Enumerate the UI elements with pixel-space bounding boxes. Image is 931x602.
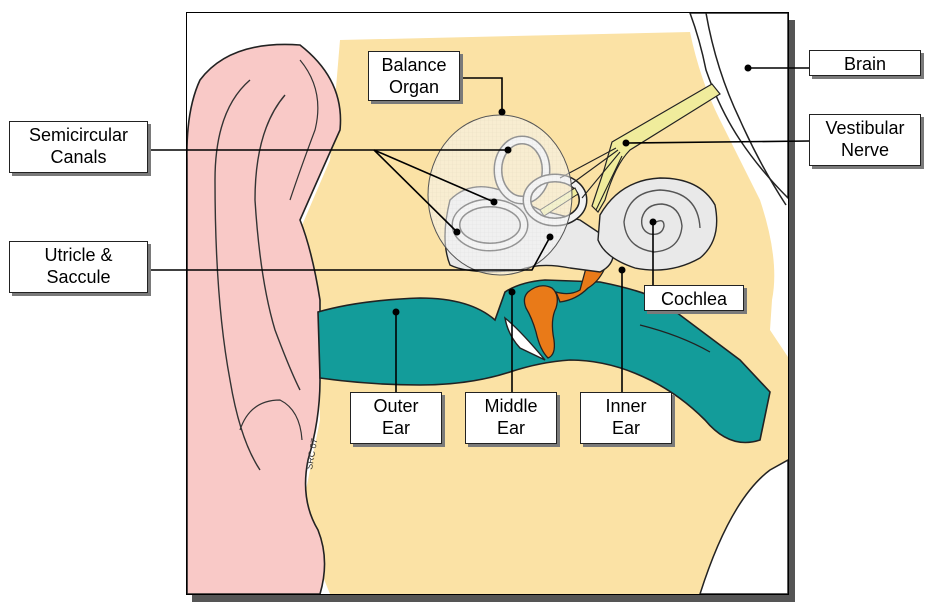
vestibular-nerve-label: Vestibular Nerve: [809, 114, 921, 166]
utricle-saccule-label: Utricle & Saccule: [9, 241, 148, 293]
brain-label: Brain: [809, 50, 921, 76]
semicircular-line1: Semicircular: [14, 124, 143, 146]
balance-organ-highlight: [428, 115, 572, 275]
inner-ear-line1: Inner: [585, 395, 667, 417]
outer-ear-line2: Ear: [355, 417, 437, 439]
inner-ear-label: Inner Ear: [580, 392, 672, 444]
cochlea-label: Cochlea: [644, 285, 744, 311]
outer-ear-line1: Outer: [355, 395, 437, 417]
brain-label-text: Brain: [814, 53, 916, 75]
semicircular-canals-label: Semicircular Canals: [9, 121, 148, 173]
vestibular-line1: Vestibular: [814, 117, 916, 139]
inner-ear-line2: Ear: [585, 417, 667, 439]
utricle-line1: Utricle &: [14, 244, 143, 266]
balance-organ-line1: Balance: [373, 54, 455, 76]
middle-ear-line2: Ear: [470, 417, 552, 439]
middle-ear-line1: Middle: [470, 395, 552, 417]
outer-ear-label: Outer Ear: [350, 392, 442, 444]
semicircular-line2: Canals: [14, 146, 143, 168]
vestibular-line2: Nerve: [814, 139, 916, 161]
balance-organ-label: Balance Organ: [368, 51, 460, 101]
balance-organ-line2: Organ: [373, 76, 455, 98]
utricle-line2: Saccule: [14, 266, 143, 288]
cochlea-label-text: Cochlea: [649, 288, 739, 310]
middle-ear-label: Middle Ear: [465, 392, 557, 444]
